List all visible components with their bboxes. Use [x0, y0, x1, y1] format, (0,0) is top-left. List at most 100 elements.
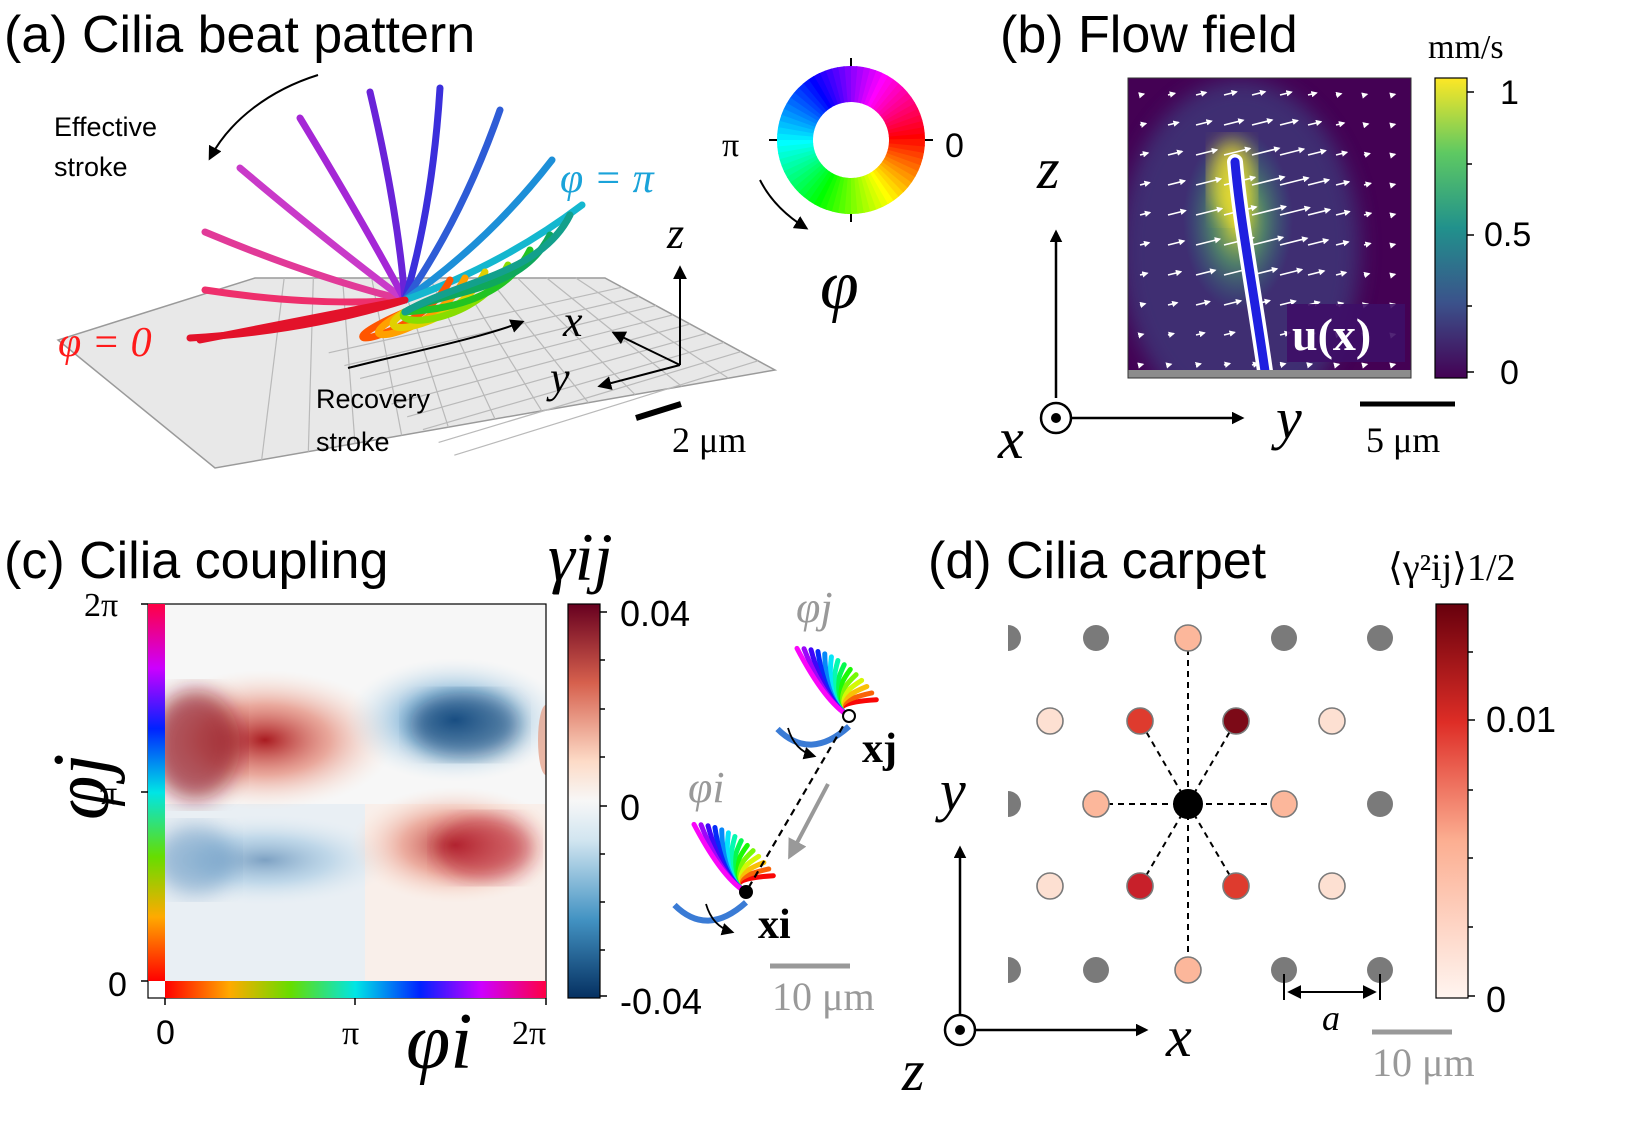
axis-z-label-b: z: [1036, 136, 1060, 201]
axis-phi-i-label: φi: [406, 998, 472, 1086]
lattice-cilium-neighbor: [1222, 872, 1250, 900]
scalebar-a-label: 2 μm: [672, 420, 746, 460]
lattice-cilium-neighbor: [1174, 624, 1202, 652]
panel-a-title: (a) Cilia beat pattern: [4, 6, 475, 64]
flow-vector: [1335, 179, 1351, 187]
out-of-plane-dot-b: [1051, 413, 1061, 423]
panel-c-title: (c) Cilia coupling: [4, 532, 388, 590]
cilium-strand-effective: [201, 228, 409, 304]
flow-vector: [1223, 330, 1236, 337]
flow-vector: [1223, 118, 1245, 126]
coupling-colorbar-symbol: γij: [548, 519, 613, 595]
flow-vector: [1307, 269, 1326, 276]
flow-vector: [1167, 239, 1186, 246]
x-tick-pi: π: [342, 1015, 359, 1052]
flow-colorbar: [1434, 77, 1468, 379]
flow-vector: [1167, 178, 1187, 186]
fan-base: [672, 900, 749, 924]
spacing-indicator: [1283, 974, 1381, 1000]
flow-tick-1: 1: [1500, 74, 1519, 112]
flow-field-label: u(x): [1292, 309, 1371, 360]
coupling-heatmap: [165, 604, 546, 998]
flow-frame: [1127, 77, 1412, 379]
flow-vector: [1279, 147, 1306, 156]
flow-vector: [1195, 90, 1208, 97]
flow-vector: [1165, 362, 1173, 369]
panel-d: (d) Cilia carpet y x z a: [901, 532, 1556, 1103]
pair-connector: [745, 715, 850, 893]
lattice-cilium-far: [1367, 625, 1393, 651]
recovery-stroke-label-2: stroke: [316, 427, 390, 457]
spacing-label: a: [1322, 998, 1340, 1038]
grid-line: [261, 277, 285, 460]
flow-vector: [1167, 208, 1187, 216]
flow-colorbar-unit: mm/s: [1428, 29, 1504, 66]
effective-stroke-label-1: Effective: [54, 112, 157, 142]
cilium-strand-effective: [236, 164, 409, 304]
flow-vector: [1138, 92, 1146, 99]
phase-color-wheel: [769, 58, 933, 222]
coupling-tick-min: -0.04: [620, 981, 702, 1022]
flow-vector: [1307, 119, 1323, 127]
cilia-lattice: [1008, 624, 1393, 984]
flow-vector: [1307, 91, 1318, 98]
axis-x-label-a: x: [562, 297, 583, 346]
flow-vector: [1389, 92, 1397, 99]
coupling-tick-max: 0.04: [620, 593, 690, 634]
flow-vector: [1251, 204, 1287, 216]
flow-vector: [1194, 361, 1202, 369]
lattice-cilium-neighbor: [1174, 956, 1202, 984]
grid-line: [375, 314, 674, 392]
cilium-strand-effective: [401, 106, 504, 304]
cilium-i-rotation-arrow: [705, 903, 735, 936]
flow-vector: [1363, 211, 1373, 218]
flow-tick-05: 0.5: [1484, 216, 1531, 254]
flow-vector: [1167, 149, 1184, 156]
flow-vector: [1361, 362, 1369, 369]
x-tick-2pi: 2π: [512, 1015, 546, 1052]
grid-line: [487, 277, 589, 404]
lattice-cilium-neighbor: [1126, 872, 1154, 900]
axis-x-label-d: x: [1165, 1004, 1192, 1069]
y-tick-2pi: 2π: [84, 587, 118, 624]
flow-vector: [1223, 298, 1243, 306]
phase-pi-label: φ = π: [560, 156, 655, 202]
flow-vector: [1279, 90, 1293, 97]
flow-vector: [1251, 235, 1285, 246]
flow-vector: [1139, 180, 1151, 187]
flow-vector: [1306, 362, 1314, 369]
flow-vector: [1195, 331, 1206, 338]
lattice-cilium-far: [1367, 957, 1393, 983]
flow-vector: [1139, 271, 1149, 278]
flow-vector: [1279, 267, 1304, 276]
scalebar-a: [635, 401, 682, 421]
flow-vector: [1335, 240, 1350, 247]
flow-vector: [1223, 361, 1232, 368]
amplitude-tick-0: 0: [1486, 979, 1506, 1020]
y-tick-pi: π: [100, 775, 117, 812]
panel-a: (a) Cilia beat pattern Effective stroke …: [4, 6, 964, 469]
axis-y-label-d: y: [935, 758, 966, 823]
flow-vector: [1389, 152, 1397, 159]
axis-z-label-d: z: [901, 1038, 925, 1103]
grid-line: [328, 286, 623, 354]
lattice-cilium-neighbor: [1082, 790, 1110, 818]
lattice-cilium-far: [1367, 791, 1393, 817]
flow-vector: [1389, 182, 1397, 189]
flow-vector: [1279, 118, 1299, 126]
grid-line: [517, 277, 636, 395]
phase-bar-horizontal: [165, 981, 546, 998]
flow-tick-0: 0: [1500, 354, 1519, 392]
lattice-cilium-neighbor: [1036, 707, 1064, 735]
x-tick-0: 0: [156, 1014, 175, 1052]
axis-phi-j-label: φj: [38, 754, 126, 820]
lattice-cilium-far: [1083, 957, 1109, 983]
lattice-cilium-neighbor: [1318, 707, 1346, 735]
flow-vector: [1363, 271, 1371, 279]
cilium-strand-effective: [296, 114, 409, 304]
flow-colorbar-ticks: [1467, 91, 1474, 373]
flow-vector: [1389, 212, 1397, 219]
lattice-cilium-edge: [1008, 957, 1021, 983]
flow-vector: [1139, 151, 1150, 158]
axes-triad-a: [597, 265, 687, 390]
